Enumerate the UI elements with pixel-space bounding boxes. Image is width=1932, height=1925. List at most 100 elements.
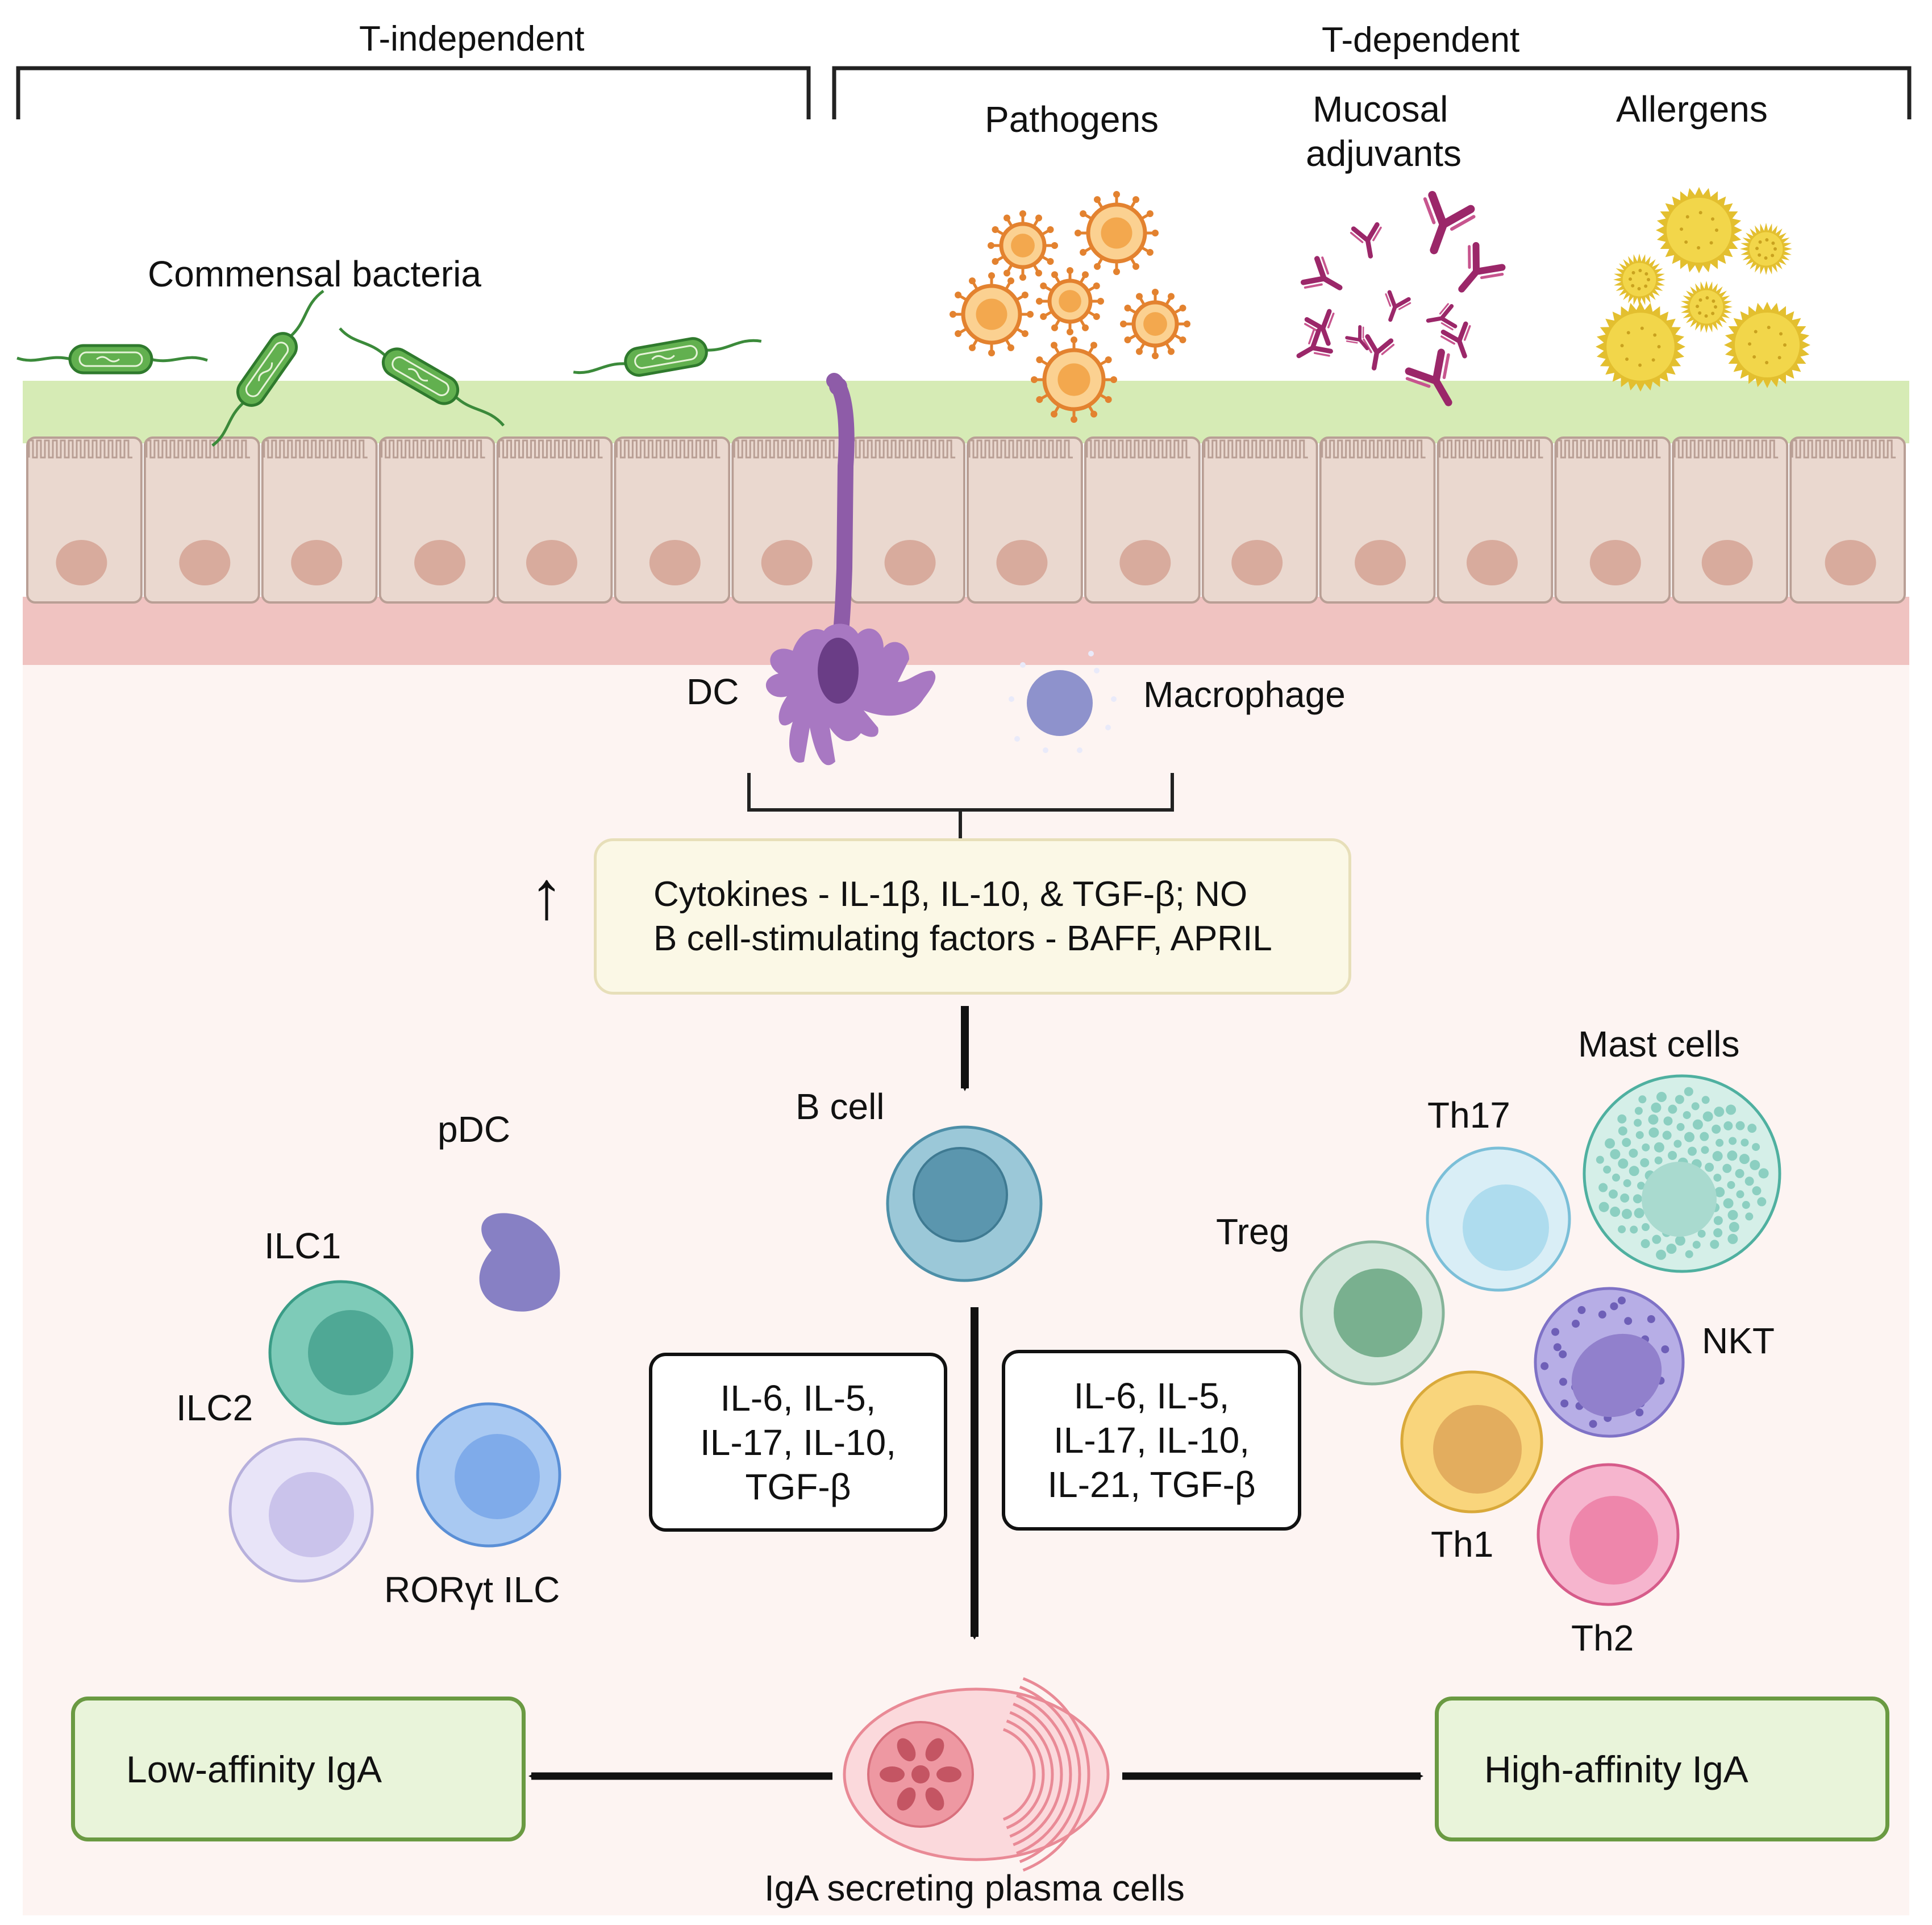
microvilli xyxy=(1791,439,1896,459)
macrophage-cell xyxy=(1027,670,1093,736)
ilc2-label: ILC2 xyxy=(176,1387,253,1428)
microvilli xyxy=(1204,439,1308,459)
virus-particle xyxy=(988,210,1058,281)
microvilli xyxy=(381,439,485,459)
microvilli xyxy=(615,439,721,459)
antibody-molecule xyxy=(1385,290,1411,322)
epithelial-cell xyxy=(1084,436,1201,604)
t-independent-bracket xyxy=(16,66,811,119)
microvilli xyxy=(1321,439,1426,459)
microvilli xyxy=(851,439,956,459)
epithelial-cell xyxy=(614,436,731,604)
epithelial-cell xyxy=(378,436,496,604)
epithelial-cell xyxy=(1319,436,1436,604)
epithelial-cell xyxy=(261,436,378,604)
mast-cells-label: Mast cells xyxy=(1578,1024,1740,1065)
nkt-label: NKT xyxy=(1702,1320,1775,1361)
microvilli xyxy=(263,439,368,459)
th2-label: Th2 xyxy=(1571,1618,1634,1658)
nkt-cell xyxy=(1534,1287,1685,1438)
epithelial-cell xyxy=(143,436,260,604)
left-cytokine-line: IL-17, IL-10, xyxy=(699,1421,897,1463)
bacterium xyxy=(211,289,324,447)
epithelial-nucleus xyxy=(884,540,936,585)
antibody-molecule xyxy=(1350,222,1382,259)
epithelial-nucleus xyxy=(56,540,107,585)
antibody-molecule xyxy=(1304,309,1335,346)
dendritic-cell xyxy=(765,373,936,766)
epithelial-nucleus xyxy=(179,540,231,585)
epithelial-nucleus xyxy=(1825,540,1876,585)
pdc-label: pDC xyxy=(438,1109,511,1150)
virus-particle xyxy=(1120,289,1190,359)
pollen-grain xyxy=(1656,187,1742,273)
rorgt-ilc-label: RORγt ILC xyxy=(384,1569,560,1610)
epithelial-nucleus xyxy=(1355,540,1406,585)
microvilli xyxy=(28,439,132,459)
mucosal-adjuvants-group xyxy=(1296,191,1506,406)
b-cell-factors-line: B cell-stimulating factors - BAFF, APRIL xyxy=(653,918,1272,958)
epithelial-cell xyxy=(1554,436,1671,604)
bacterium xyxy=(339,327,505,427)
cytokines-line: Cytokines - IL-1β, IL-10, & TGF-β; NO xyxy=(653,874,1248,914)
th17-cell xyxy=(1426,1146,1571,1292)
mucosal-adjuvants-label-line2: adjuvants xyxy=(1306,133,1462,174)
low-affinity-iga-box: Low-affinity IgA xyxy=(71,1697,526,1841)
ilc1-cell xyxy=(268,1280,414,1425)
antibody-molecule xyxy=(1405,348,1452,406)
epithelial-cell xyxy=(1789,436,1906,604)
rorgt-ilc-cell xyxy=(416,1402,561,1548)
ilc2-cell xyxy=(228,1437,374,1583)
commensal-bacteria-label: Commensal bacteria xyxy=(148,253,481,294)
microvilli xyxy=(1673,439,1779,459)
antibody-molecule xyxy=(1426,303,1458,331)
pollen-grain xyxy=(1613,253,1665,306)
t-dependent-bracket xyxy=(832,66,1912,119)
t-dependent-label: T-dependent xyxy=(1322,20,1520,60)
plasma-cells-label: IgA secreting plasma cells xyxy=(764,1868,1185,1909)
epithelial-nucleus xyxy=(526,540,577,585)
left-cytokine-line: IL-6, IL-5, xyxy=(720,1377,876,1419)
epithelial-layer xyxy=(26,436,1906,604)
t-dependent-cytokines-box: IL-6, IL-5, IL-17, IL-10, IL-21, TGF-β xyxy=(1002,1350,1301,1531)
b-cell xyxy=(886,1125,1043,1282)
mucus-layer xyxy=(23,381,1909,443)
microvilli xyxy=(1086,439,1190,459)
mucosal-adjuvants-label-line1: Mucosal xyxy=(1313,89,1448,130)
plasma-cell xyxy=(843,1677,1110,1872)
basement-membrane xyxy=(23,597,1909,665)
pollen-grain xyxy=(1724,302,1810,388)
th17-label: Th17 xyxy=(1427,1095,1510,1136)
t-independent-label: T-independent xyxy=(359,19,585,59)
pollen-grain xyxy=(1680,281,1733,333)
pathogens-label: Pathogens xyxy=(985,99,1159,140)
factors-box: Cytokines - IL-1β, IL-10, & TGF-β; NO B … xyxy=(594,838,1351,995)
th1-cell xyxy=(1400,1370,1543,1514)
microvilli xyxy=(145,439,250,459)
high-affinity-iga-box: High-affinity IgA xyxy=(1435,1697,1889,1841)
pdc-cell xyxy=(479,1213,560,1312)
th2-cell xyxy=(1537,1463,1680,1606)
t-independent-cytokines-box: IL-6, IL-5, IL-17, IL-10, TGF-β xyxy=(649,1353,947,1532)
epithelial-cell xyxy=(1201,436,1318,604)
macrophage-label: Macrophage xyxy=(1143,674,1346,715)
virus-particle xyxy=(1031,336,1117,423)
antibody-molecule xyxy=(1440,321,1471,359)
antibody-molecule xyxy=(1458,242,1506,293)
high-affinity-iga-label: High-affinity IgA xyxy=(1484,1748,1748,1790)
microvilli xyxy=(968,439,1073,459)
virus-particle xyxy=(950,272,1034,356)
right-cytokine-line: IL-17, IL-10, xyxy=(1053,1420,1250,1461)
epithelial-cell xyxy=(1672,436,1789,604)
microvilli xyxy=(733,439,838,459)
antibody-molecule xyxy=(1300,256,1343,290)
epithelial-nucleus xyxy=(1119,540,1171,585)
right-cytokine-line: IL-21, TGF-β xyxy=(1047,1464,1256,1505)
virus-particle xyxy=(1036,267,1104,335)
bacterium xyxy=(573,337,762,377)
antibody-molecule xyxy=(1296,328,1333,359)
pollen-grain xyxy=(1596,302,1685,392)
epithelial-nucleus xyxy=(1466,540,1518,585)
pathogens-group xyxy=(950,191,1190,423)
